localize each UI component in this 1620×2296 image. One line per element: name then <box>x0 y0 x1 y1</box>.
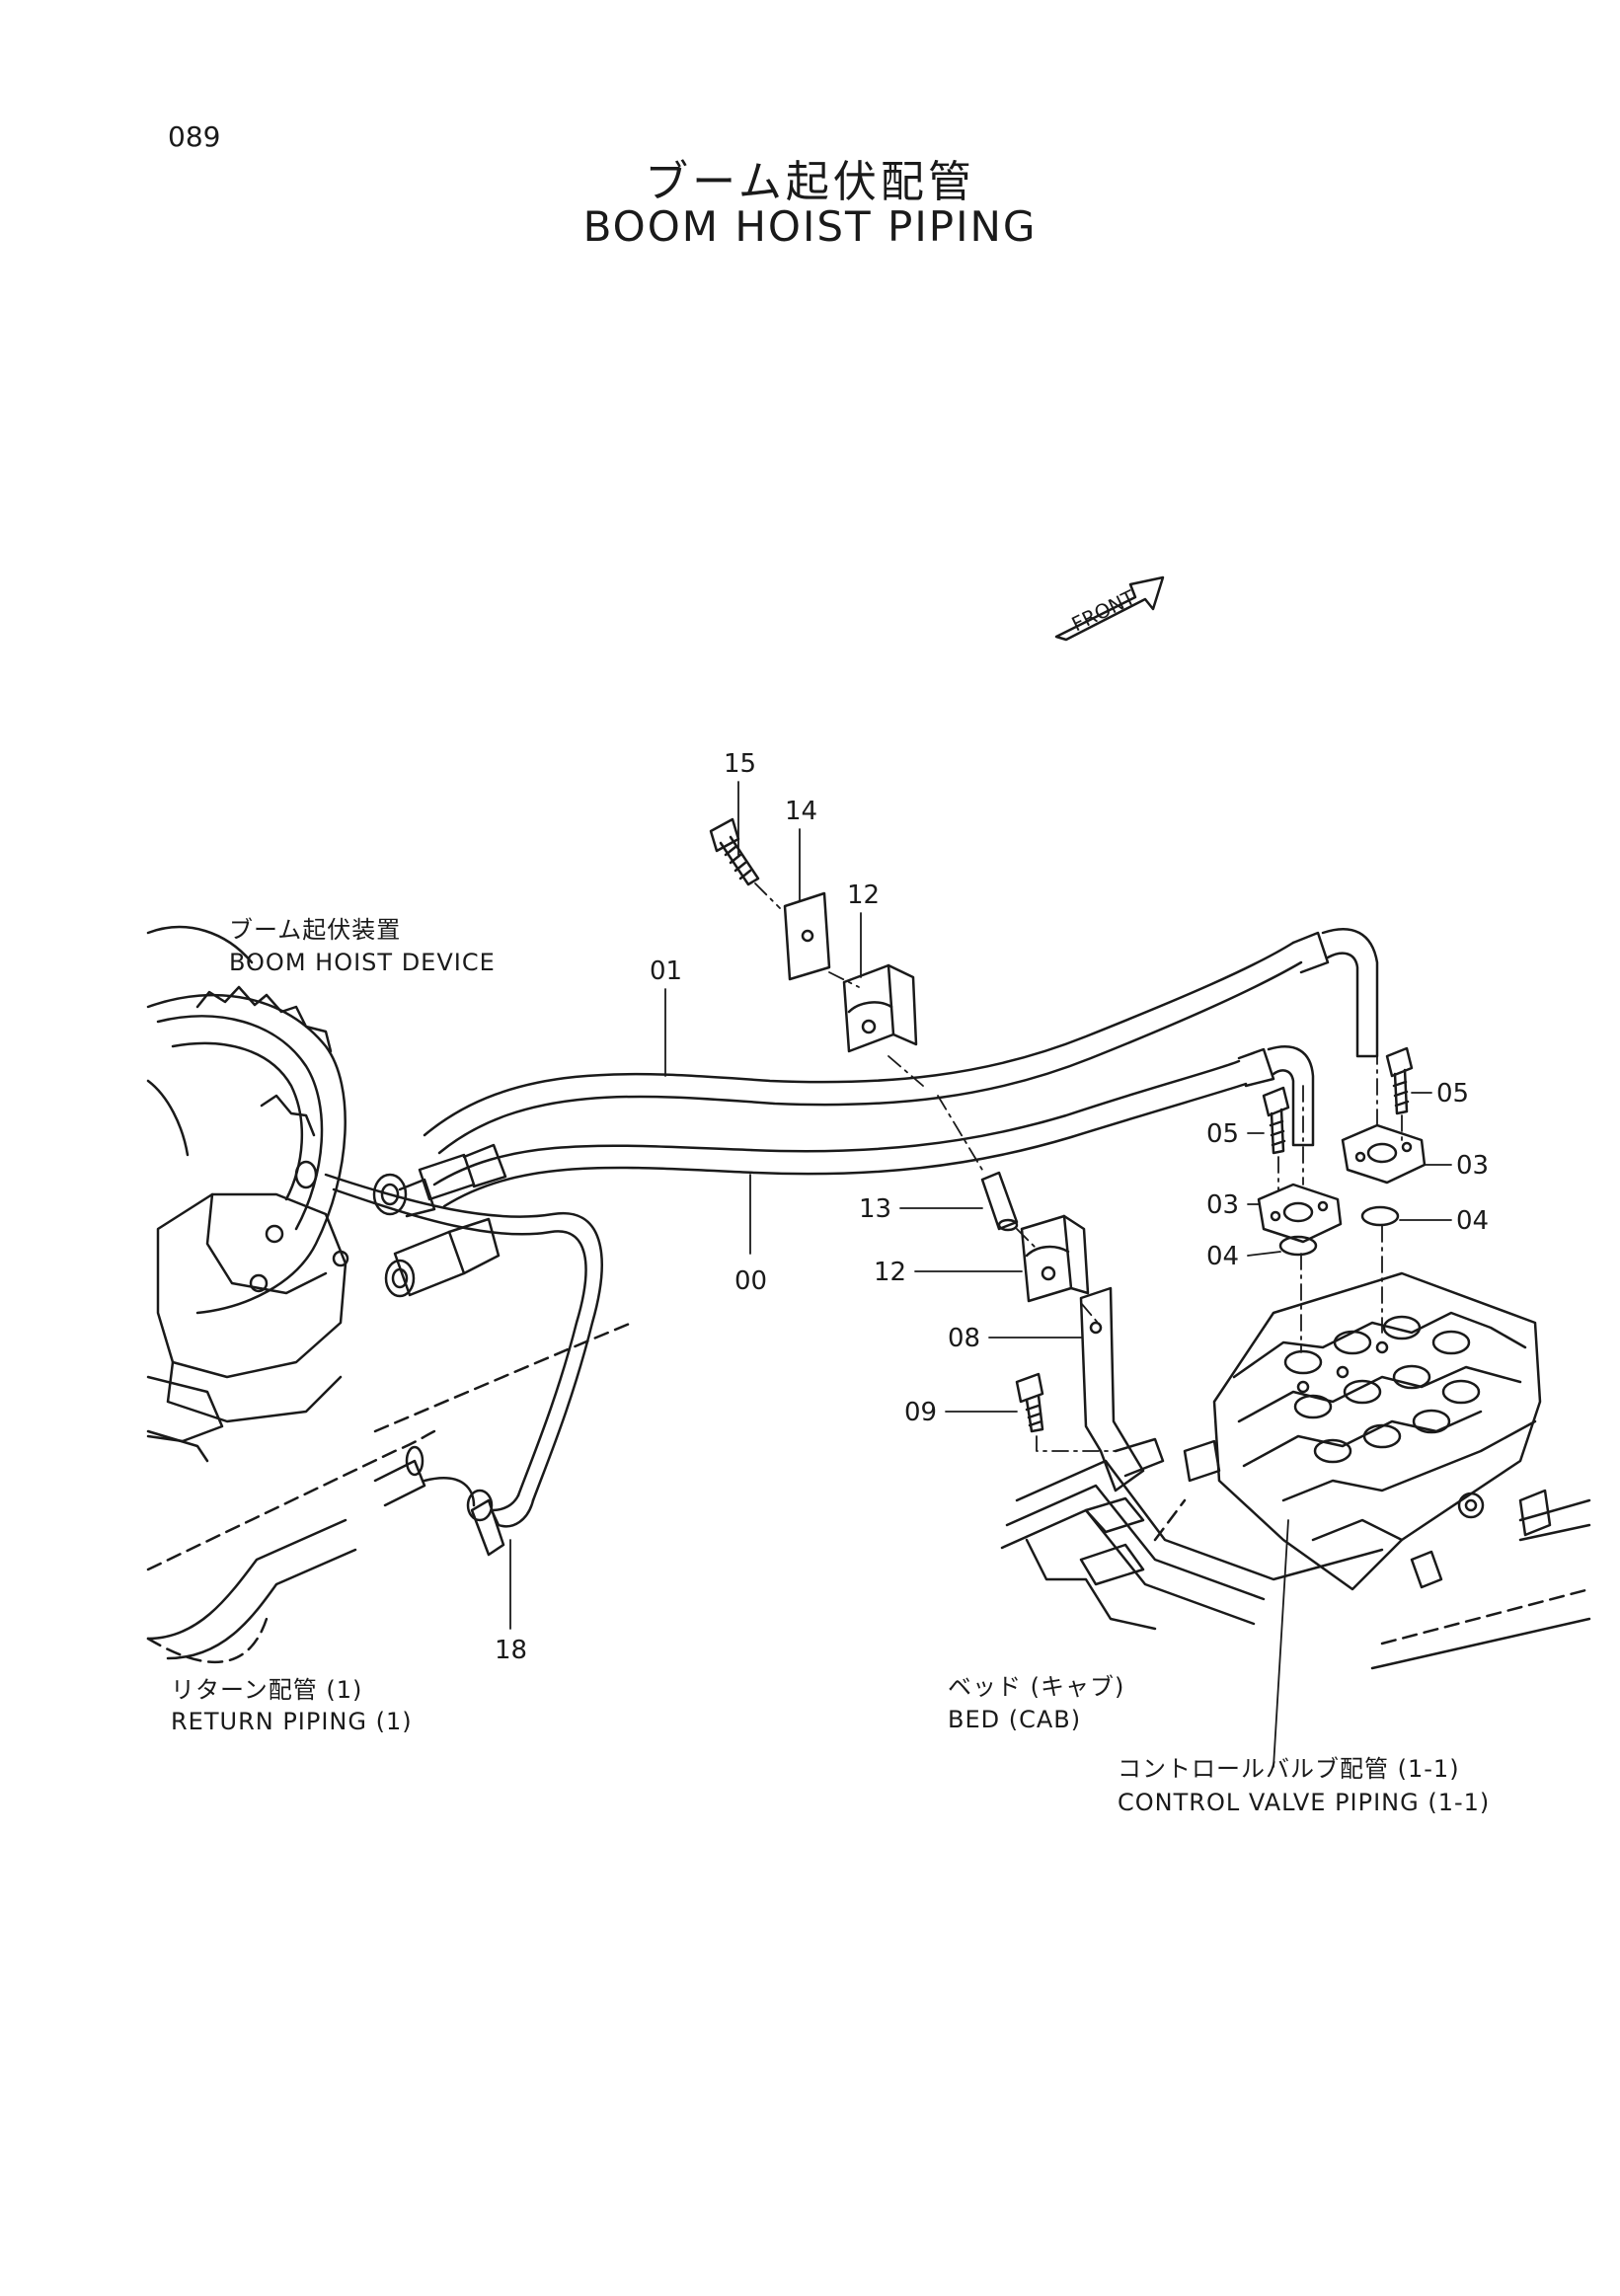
callout-numbers: 15 14 12 01 00 13 12 08 09 18 05 05 03 0… <box>495 749 1489 1665</box>
callout-09: 09 <box>904 1398 937 1427</box>
boom-hoist-device-label-jp: ブーム起伏装置 <box>229 916 401 944</box>
callout-05-right: 05 <box>1436 1079 1469 1109</box>
stay-08-drawing <box>1079 1286 1165 1492</box>
flange-03-right-drawing <box>1341 1123 1427 1185</box>
hose-end-fittings <box>294 1143 507 1298</box>
bolt-15-drawing <box>709 817 760 886</box>
control-valve-piping-label-jp: コントロールバルブ配管 (1-1) <box>1118 1755 1460 1783</box>
callout-08: 08 <box>948 1324 980 1353</box>
callout-00: 00 <box>734 1266 767 1296</box>
clamp-12-lower-drawing <box>1020 1214 1090 1303</box>
front-arrow-icon <box>1054 575 1165 642</box>
callout-leader-lines <box>509 781 1452 1768</box>
callout-04-left: 04 <box>1206 1242 1239 1271</box>
plate-14-drawing <box>783 891 831 981</box>
page-title-japanese: ブーム起伏配管 <box>645 157 975 207</box>
spacer-13-drawing <box>980 1171 1019 1232</box>
reference-captions: ブーム起伏装置 BOOM HOIST DEVICE リターン配管 (1) RET… <box>171 916 1490 1816</box>
front-marker-label: FRONT <box>1068 585 1140 637</box>
page-title-english: BOOM HOIST PIPING <box>582 202 1038 251</box>
assembly-center-lines <box>754 882 1403 1452</box>
bed-cab-label-jp: ベッド (キャブ) <box>948 1673 1124 1701</box>
flange-03-left-drawing <box>1257 1183 1343 1244</box>
callout-04-right: 04 <box>1456 1206 1489 1236</box>
bolt-09-drawing <box>1015 1372 1044 1433</box>
callout-13: 13 <box>859 1194 891 1224</box>
boom-hoist-device-label-en: BOOM HOIST DEVICE <box>229 949 496 976</box>
callout-15: 15 <box>724 749 756 779</box>
o-ring-04-right-drawing <box>1360 1205 1400 1227</box>
bolt-05-left-drawing <box>1262 1086 1290 1155</box>
return-hose-18-drawing <box>324 1173 603 1557</box>
hose-00-drawing <box>432 1045 1315 1208</box>
bed-cab-drawing <box>1000 1459 1591 1670</box>
clamp-12-upper-drawing <box>842 963 918 1053</box>
return-piping-label-en: RETURN PIPING (1) <box>171 1708 413 1735</box>
bed-cab-label-en: BED (CAB) <box>948 1706 1081 1733</box>
o-ring-04-left-drawing <box>1278 1235 1318 1257</box>
callout-14: 14 <box>785 797 817 826</box>
callout-03-left: 03 <box>1206 1190 1239 1220</box>
callout-18: 18 <box>495 1636 527 1665</box>
callout-01: 01 <box>650 957 682 986</box>
callout-12-upper: 12 <box>847 880 880 910</box>
callout-12-lower: 12 <box>874 1258 906 1287</box>
bolt-05-right-drawing <box>1385 1046 1414 1115</box>
control-valve-piping-label-en: CONTROL VALVE PIPING (1-1) <box>1118 1789 1490 1816</box>
return-piping-label-jp: リターン配管 (1) <box>171 1676 362 1704</box>
return-piping-outline <box>146 1321 634 1663</box>
page-number: 089 <box>168 120 221 153</box>
boom-hoist-device-drawing <box>146 925 349 1463</box>
callout-03-right: 03 <box>1456 1151 1489 1181</box>
callout-05-left: 05 <box>1206 1119 1239 1149</box>
control-valve-drawing <box>1183 1271 1552 1591</box>
